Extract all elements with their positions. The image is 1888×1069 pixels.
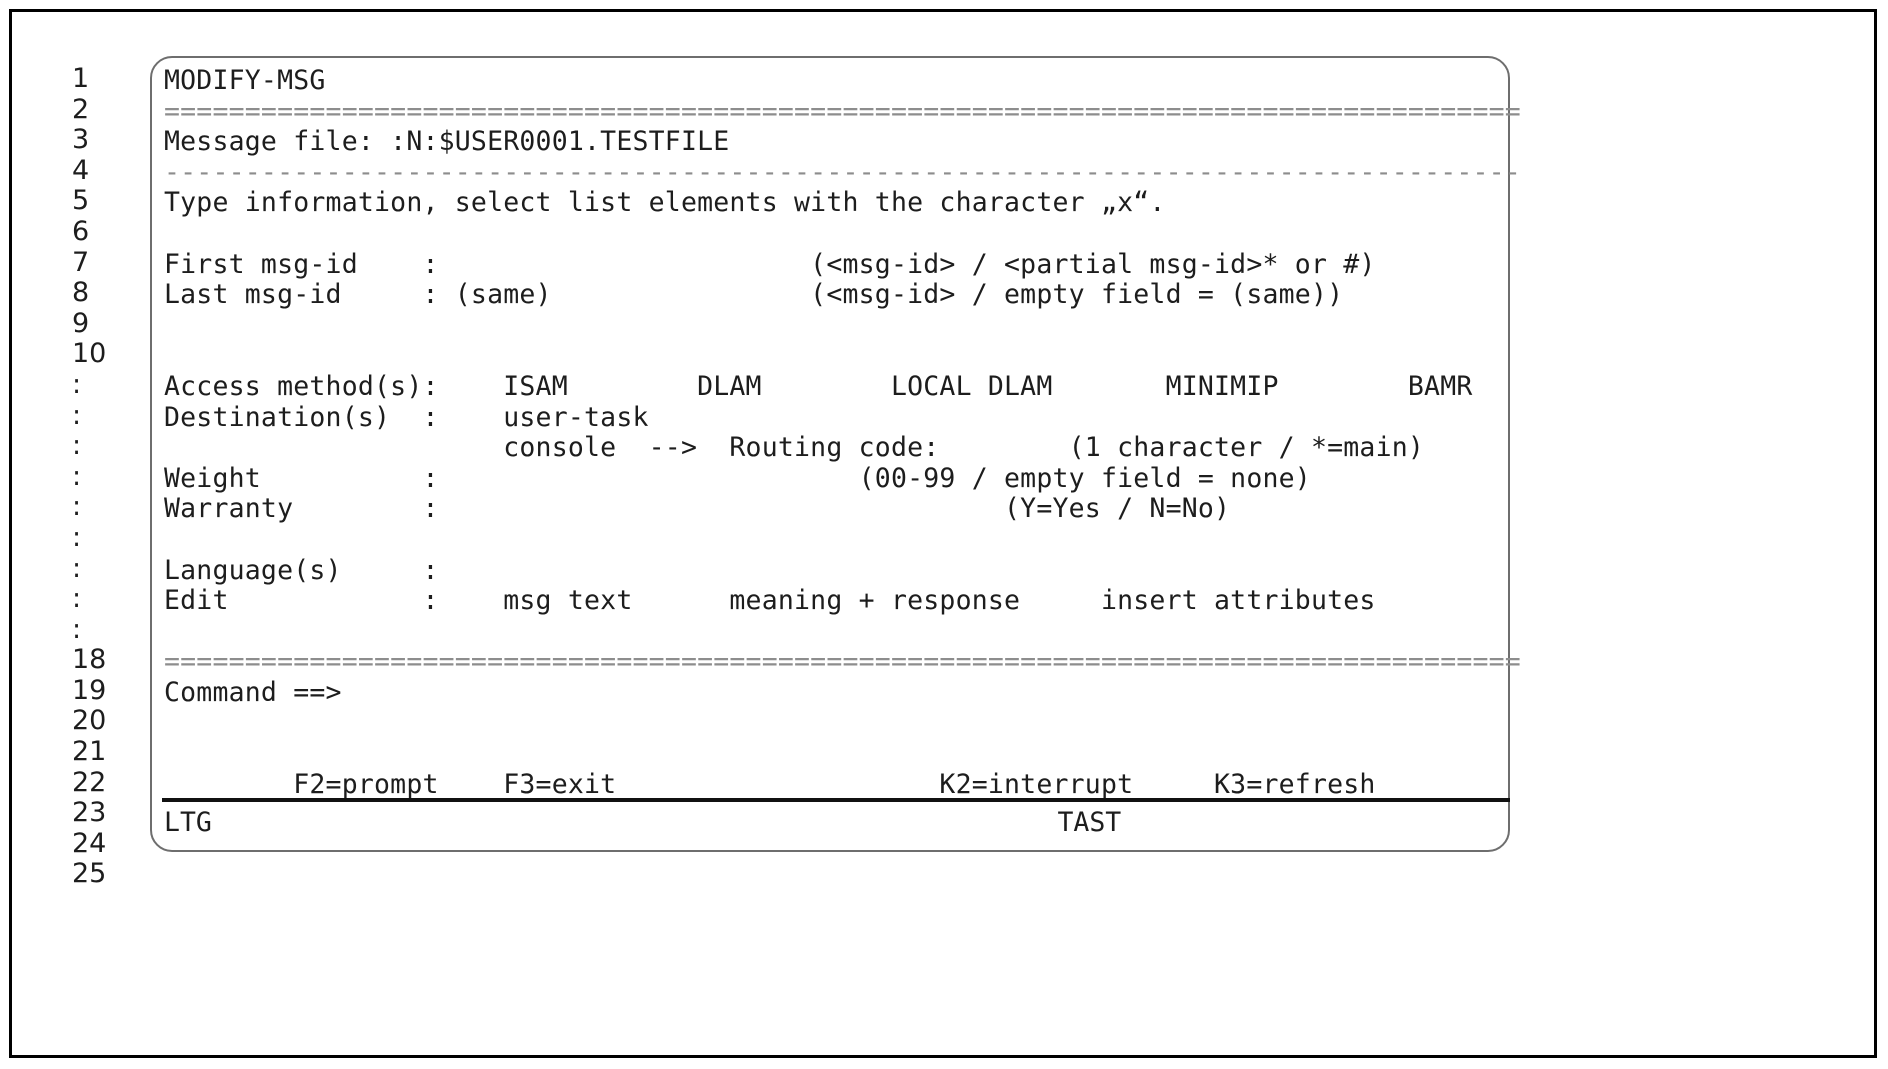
console-routing-row: console --> Routing code: (1 character /… bbox=[164, 432, 1425, 464]
line-number-17: : bbox=[72, 552, 82, 584]
line-number-27: 25 bbox=[72, 858, 107, 890]
line-number-9: 9 bbox=[72, 307, 90, 339]
line-number-10: 10 bbox=[72, 338, 107, 370]
line-number-19: : bbox=[72, 613, 82, 645]
blank-row-16 bbox=[164, 525, 1512, 556]
warranty-row: Warranty : (Y=Yes / N=No) bbox=[164, 493, 1231, 525]
blank-row-10 bbox=[164, 341, 1512, 372]
line-number-8: 8 bbox=[72, 277, 90, 309]
line-number-1: 1 bbox=[72, 63, 90, 94]
blank-row-23 bbox=[164, 739, 1512, 770]
blank-row-9 bbox=[164, 311, 1512, 342]
line-number-25: 23 bbox=[72, 797, 107, 829]
line-number-26: 24 bbox=[72, 827, 107, 859]
instruction-line: Type information, select list elements w… bbox=[164, 187, 1166, 219]
blank-row-22 bbox=[164, 708, 1512, 739]
blank-row-19 bbox=[164, 617, 1512, 648]
terminal-screen: MODIFY-MSG==============================… bbox=[150, 56, 1521, 852]
message-file-line: Message file: :N:$USER0001.TESTFILE bbox=[164, 126, 730, 158]
terminal-text-area[interactable]: MODIFY-MSG==============================… bbox=[164, 65, 1521, 800]
separator-dash: ----------------------------------------… bbox=[164, 156, 1521, 188]
line-number-15: : bbox=[72, 491, 82, 523]
separator-equals-top: ========================================… bbox=[164, 95, 1521, 127]
status-separator-rule bbox=[162, 798, 1510, 802]
access-methods-row: Access method(s): ISAM DLAM LOCAL DLAM M… bbox=[164, 370, 1473, 402]
line-number-13: : bbox=[72, 430, 82, 462]
line-number-24: 22 bbox=[72, 766, 107, 798]
line-number-21: 19 bbox=[72, 674, 107, 706]
blank-row-6 bbox=[164, 219, 1512, 250]
first-msg-id-row: First msg-id : (<msg-id> / <partial msg-… bbox=[164, 248, 1376, 280]
line-number-7: 7 bbox=[72, 246, 90, 278]
last-msg-id-row: Last msg-id : (same) (<msg-id> / empty f… bbox=[164, 279, 1344, 311]
line-number-11: : bbox=[72, 368, 82, 400]
function-keys-row: F2=prompt F3=exit K2=interrupt K3=refres… bbox=[164, 768, 1376, 800]
separator-equals-bot: ========================================… bbox=[164, 646, 1521, 678]
command-line: Command ==> bbox=[164, 676, 342, 708]
edit-row: Edit : msg text meaning + response inser… bbox=[164, 585, 1376, 617]
line-number-14: : bbox=[72, 460, 82, 492]
languages-row: Language(s) : bbox=[164, 554, 439, 586]
line-number-20: 18 bbox=[72, 644, 107, 676]
line-number-16: : bbox=[72, 521, 82, 553]
line-number-2: 2 bbox=[72, 93, 90, 125]
line-number-12: : bbox=[72, 399, 82, 431]
line-number-4: 4 bbox=[72, 154, 90, 186]
line-number-3: 3 bbox=[72, 124, 90, 156]
line-number-6: 6 bbox=[72, 215, 90, 247]
weight-row: Weight : (00-99 / empty field = none) bbox=[164, 462, 1311, 494]
destination-row: Destination(s) : user-task bbox=[164, 401, 649, 433]
line-number-23: 21 bbox=[72, 736, 107, 768]
line-number-18: : bbox=[72, 583, 82, 615]
status-bar: LTG TAST bbox=[164, 807, 1122, 838]
line-number-22: 20 bbox=[72, 705, 107, 737]
line-number-5: 5 bbox=[72, 185, 90, 217]
mask-title: MODIFY-MSG bbox=[164, 65, 326, 96]
